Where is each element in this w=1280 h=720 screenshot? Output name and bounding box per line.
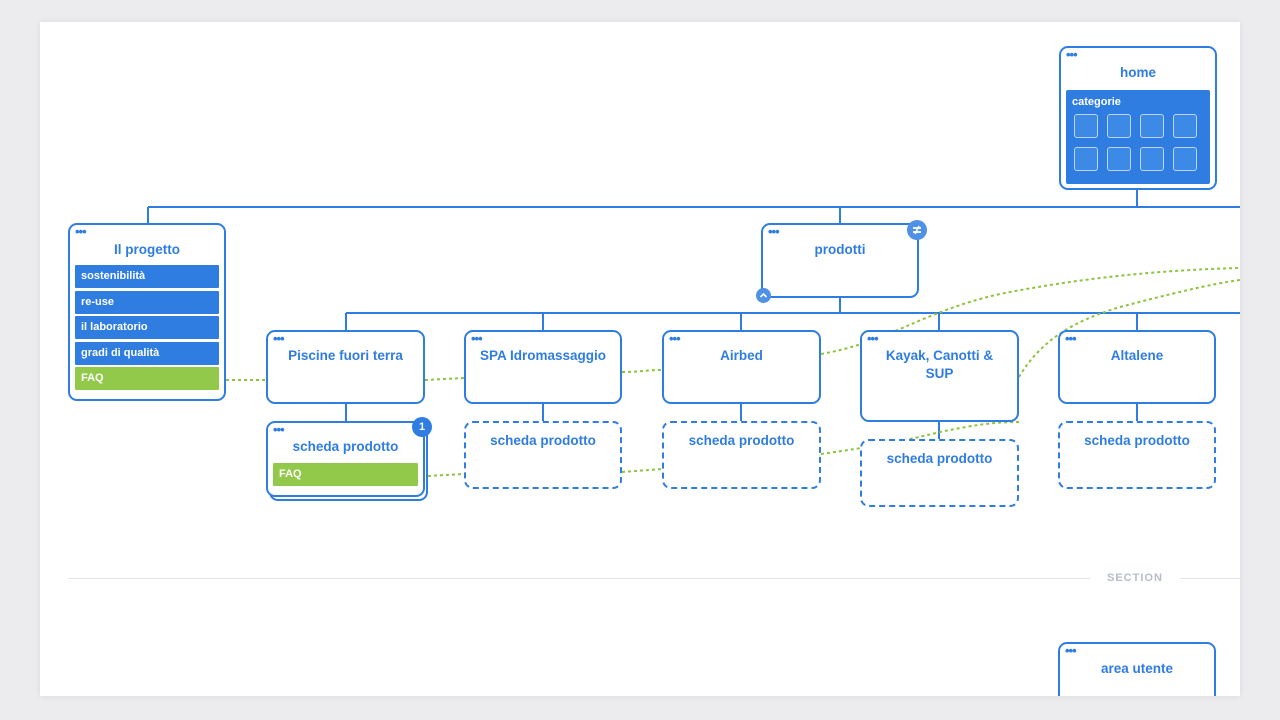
category-tile <box>1173 114 1197 138</box>
node-kayak-canotti-sup[interactable]: ••• Kayak, Canotti & SUP <box>860 330 1019 422</box>
node-menu-icon[interactable]: ••• <box>1065 643 1077 658</box>
node-scheda-prodotto-kayak[interactable]: scheda prodotto <box>860 439 1019 507</box>
node-menu-icon[interactable]: ••• <box>1065 331 1077 346</box>
node-piscine-fuori-terra[interactable]: ••• Piscine fuori terra <box>266 330 425 404</box>
link-spa-airbed <box>621 369 663 373</box>
block-item-il-laboratorio[interactable]: il laboratorio <box>75 316 219 339</box>
node-menu-icon[interactable]: ••• <box>471 331 483 346</box>
node-scheda-prodotto-piscine[interactable]: ••• scheda prodotto FAQ <box>266 421 425 497</box>
category-tile <box>1107 114 1131 138</box>
node-il-progetto[interactable]: ••• Il progetto sostenibilità re-use il … <box>68 223 226 401</box>
node-title: Il progetto <box>114 242 180 257</box>
node-title: scheda prodotto <box>1084 433 1190 448</box>
block-item-gradi-di-qualita[interactable]: gradi di qualità <box>75 341 219 365</box>
node-title: Airbed <box>720 348 763 363</box>
link-scheda-spa-airbed <box>621 468 663 473</box>
block-item-re-use[interactable]: re-use <box>75 290 219 314</box>
block-list: sostenibilità re-use il laboratorio grad… <box>75 265 219 393</box>
node-menu-icon[interactable]: ••• <box>273 422 285 437</box>
section-divider <box>1180 578 1240 579</box>
section-divider <box>68 578 1090 579</box>
node-title: area utente <box>1100 661 1174 676</box>
category-tile <box>1074 147 1098 171</box>
node-menu-icon[interactable]: ••• <box>1066 47 1078 62</box>
block-title: categorie <box>1072 96 1121 108</box>
node-title: scheda prodotto <box>688 433 795 448</box>
block-item-faq[interactable]: FAQ <box>75 367 219 390</box>
sitemap-canvas[interactable]: ••• home categorie ••• Il progetto soste… <box>40 22 1240 696</box>
node-menu-icon[interactable]: ••• <box>669 331 681 346</box>
node-altalene[interactable]: ••• Altalene <box>1058 330 1216 404</box>
page-count-badge: 1 <box>412 417 432 437</box>
node-title: scheda prodotto <box>886 451 993 466</box>
block-item-sostenibilita[interactable]: sostenibilità <box>75 265 219 288</box>
block-item-faq[interactable]: FAQ <box>273 463 418 486</box>
node-area-utente[interactable]: ••• area utente <box>1058 642 1216 696</box>
node-title: SPA Idromassaggio <box>479 348 607 363</box>
node-spa-idromassaggio[interactable]: ••• SPA Idromassaggio <box>464 330 622 404</box>
link-scheda-airbed-kayak <box>820 421 1020 455</box>
category-tile <box>1107 147 1131 171</box>
node-title: Altalene <box>1110 348 1164 363</box>
node-menu-icon[interactable]: ••• <box>75 224 87 239</box>
node-airbed[interactable]: ••• Airbed <box>662 330 821 404</box>
category-tile <box>1140 147 1164 171</box>
node-title: scheda prodotto <box>490 433 596 448</box>
section-label[interactable]: SECTION <box>1107 572 1163 584</box>
node-title: home <box>1119 65 1156 80</box>
node-title: Kayak, Canotti & SUP <box>885 348 994 381</box>
node-title: Piscine fuori terra <box>288 348 403 363</box>
block-list: FAQ <box>273 463 418 489</box>
node-title: scheda prodotto <box>292 439 399 454</box>
category-tile <box>1074 114 1098 138</box>
category-tile <box>1173 147 1197 171</box>
category-tile <box>1140 114 1164 138</box>
node-scheda-prodotto-spa[interactable]: scheda prodotto <box>464 421 622 489</box>
link-kayak-far <box>1018 279 1240 378</box>
node-prodotti[interactable]: ••• prodotti <box>761 223 919 298</box>
category-tiles <box>1074 114 1197 171</box>
node-menu-icon[interactable]: ••• <box>867 331 879 346</box>
link-scheda-piscine-spa <box>427 473 465 477</box>
node-menu-icon[interactable]: ••• <box>273 331 285 346</box>
collapse-icon[interactable] <box>756 288 771 303</box>
node-menu-icon[interactable]: ••• <box>768 224 780 239</box>
link-piscine-spa <box>424 377 465 381</box>
node-scheda-prodotto-airbed[interactable]: scheda prodotto <box>662 421 821 489</box>
categorie-block[interactable]: categorie <box>1066 90 1210 184</box>
sort-icon[interactable] <box>907 220 927 240</box>
connector-lines <box>147 190 1240 477</box>
node-home[interactable]: ••• home categorie <box>1059 46 1217 190</box>
node-title: prodotti <box>814 242 866 257</box>
node-scheda-prodotto-altalene[interactable]: scheda prodotto <box>1058 421 1216 489</box>
